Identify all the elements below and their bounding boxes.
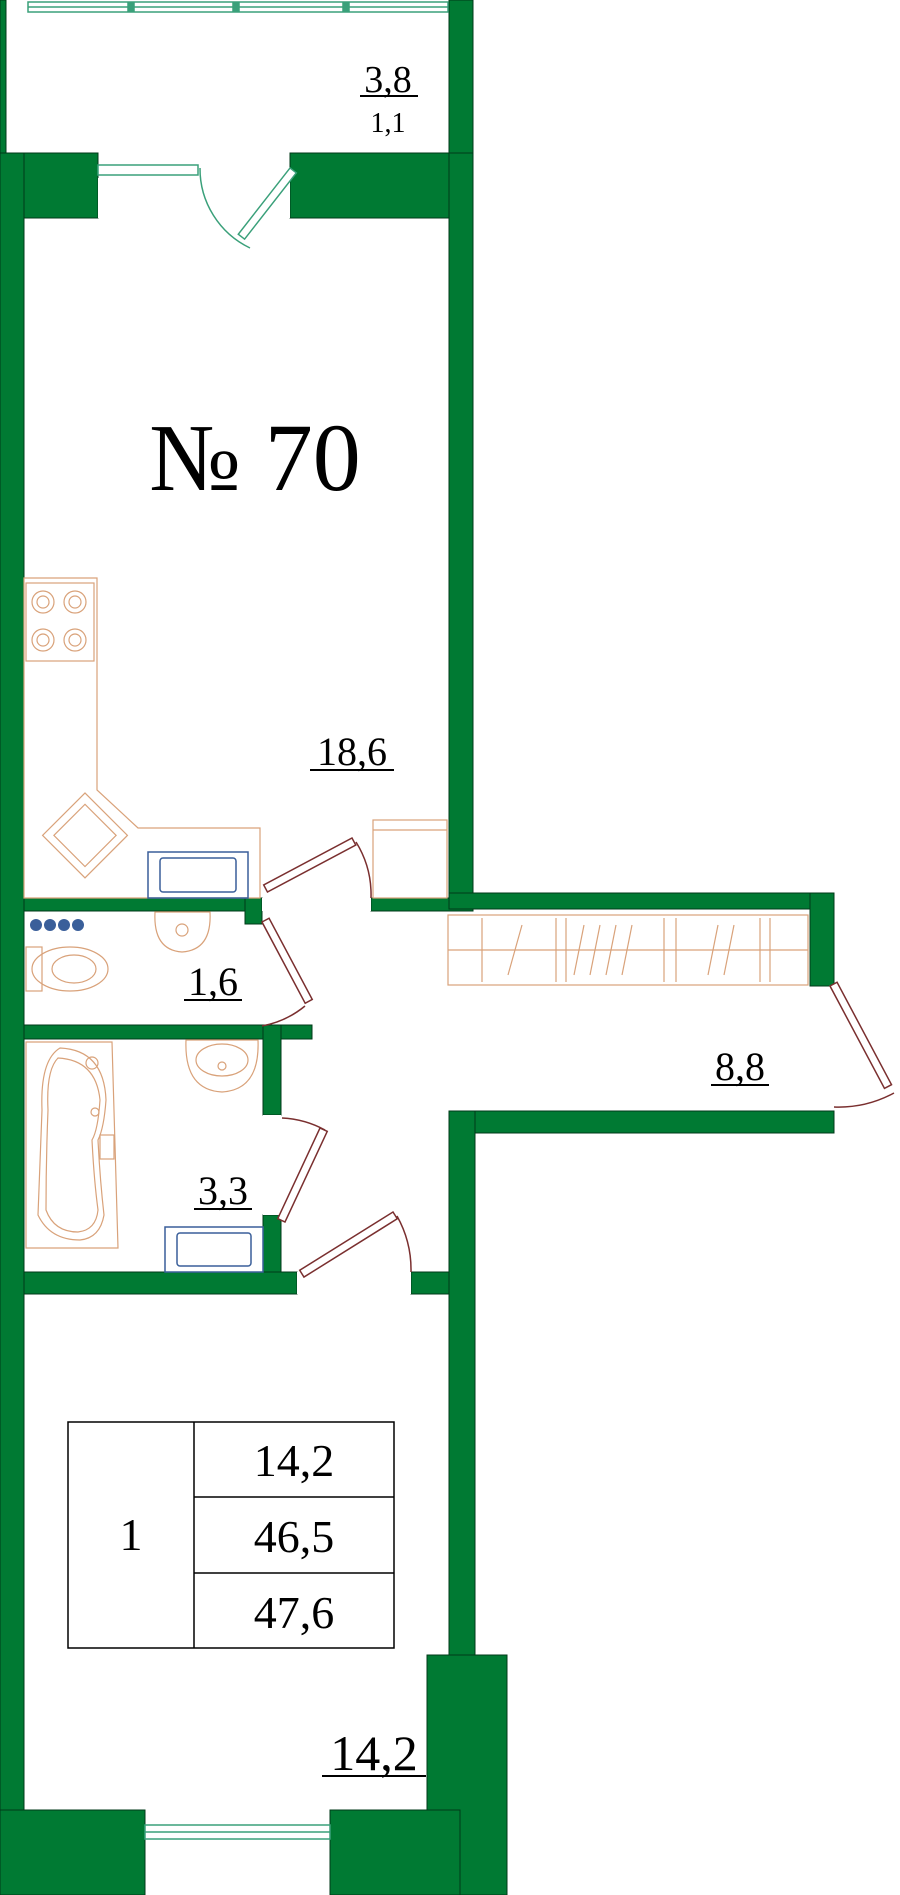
entrance-door-leaf[interactable] — [828, 981, 893, 1090]
kitchen-furniture — [23, 577, 809, 986]
pipes-icon — [30, 919, 84, 931]
balcony-door-swing — [199, 167, 251, 249]
bottom-wall-left — [0, 1809, 146, 1895]
balcony-window-mullion-2 — [232, 2, 240, 12]
bedroom-door-swing — [396, 1215, 412, 1273]
apartment-number: № 70 — [149, 404, 361, 511]
living-area-cell: 14,2 — [254, 1435, 335, 1486]
kitchen-toilet-wall — [23, 897, 263, 912]
summary-table — [67, 1421, 395, 1649]
kitchen-sink-icon — [41, 792, 129, 879]
corridor-right-wall — [809, 892, 835, 987]
windows — [27, 1, 449, 1840]
balcony-door-window — [97, 164, 199, 176]
corridor-top-wall — [448, 892, 835, 910]
balcony-door-leaf[interactable] — [237, 166, 298, 241]
bathtub-icon — [25, 1041, 119, 1249]
toilet-bowl-icon — [31, 946, 109, 992]
bottom-wall-right — [329, 1809, 461, 1895]
bath-bedroom-wall — [23, 1271, 298, 1295]
kitchen-door-leaf[interactable] — [262, 836, 357, 894]
kitchen-door-swing — [355, 841, 372, 899]
total-area-cell: 46,5 — [254, 1511, 335, 1562]
entrance-door-swing — [833, 1092, 895, 1108]
toilet-door-jamb — [244, 897, 263, 925]
sanitary — [25, 911, 259, 1249]
bathroom-radiator-icon — [164, 1226, 264, 1273]
balcony-left-wall — [0, 0, 7, 157]
balcony-window-mullion-1 — [127, 2, 135, 12]
toilet-door-swing — [261, 1005, 306, 1027]
kitchen-radiator-icon — [147, 851, 249, 899]
rooms-count-cell: 1 — [120, 1509, 143, 1560]
toilet-room-sink-icon — [154, 911, 211, 953]
balcony-right-wall — [448, 0, 474, 157]
bedroom-area-label: 14,2 — [330, 1725, 418, 1781]
balcony-area-label: 3,8 — [364, 59, 412, 101]
bathroom-door-leaf[interactable] — [276, 1127, 329, 1224]
toilet-tank-icon — [25, 946, 43, 992]
toilet-door-leaf[interactable] — [260, 917, 314, 1005]
toilet-area-label: 1,6 — [188, 959, 238, 1004]
bedroom-door-leaf[interactable] — [298, 1210, 399, 1279]
kitchen-living-area-label: 18,6 — [317, 729, 387, 774]
bedroom-door-stub — [410, 1271, 450, 1295]
wardrobe-hangers — [481, 918, 771, 982]
corridor-bottom-wall — [448, 1110, 835, 1134]
door-openings — [98, 178, 411, 1294]
labels: 3,8 1,1 № 70 18,6 1,6 3,3 8,8 14,2 — [149, 59, 769, 1781]
total-with-balcony-cell: 47,6 — [254, 1587, 335, 1638]
left-outer-wall — [0, 152, 25, 1895]
walls — [0, 0, 835, 1895]
radiators — [147, 851, 264, 1273]
bathroom-sink-icon — [185, 1039, 259, 1093]
bathroom-right-wall — [262, 1024, 282, 1116]
balcony-window-mullion-3 — [342, 2, 350, 12]
kitchen-right-wall — [448, 152, 474, 902]
bathroom-door-swing — [281, 1117, 326, 1131]
stove-icon — [25, 582, 95, 662]
hall-area-label: 8,8 — [715, 1044, 765, 1089]
toilet-bath-wall — [23, 1024, 313, 1040]
bathroom-area-label: 3,3 — [198, 1168, 248, 1213]
doors — [199, 166, 895, 1279]
summary-table-values: 1 14,2 46,5 47,6 — [120, 1435, 335, 1638]
kitchen-cabinet-icon — [372, 819, 448, 899]
bathroom-door-jamb — [262, 1214, 282, 1278]
balcony-partition-right — [289, 152, 474, 219]
balcony-reduced-area-label: 1,1 — [371, 108, 406, 139]
kitchen-counter — [23, 577, 261, 899]
